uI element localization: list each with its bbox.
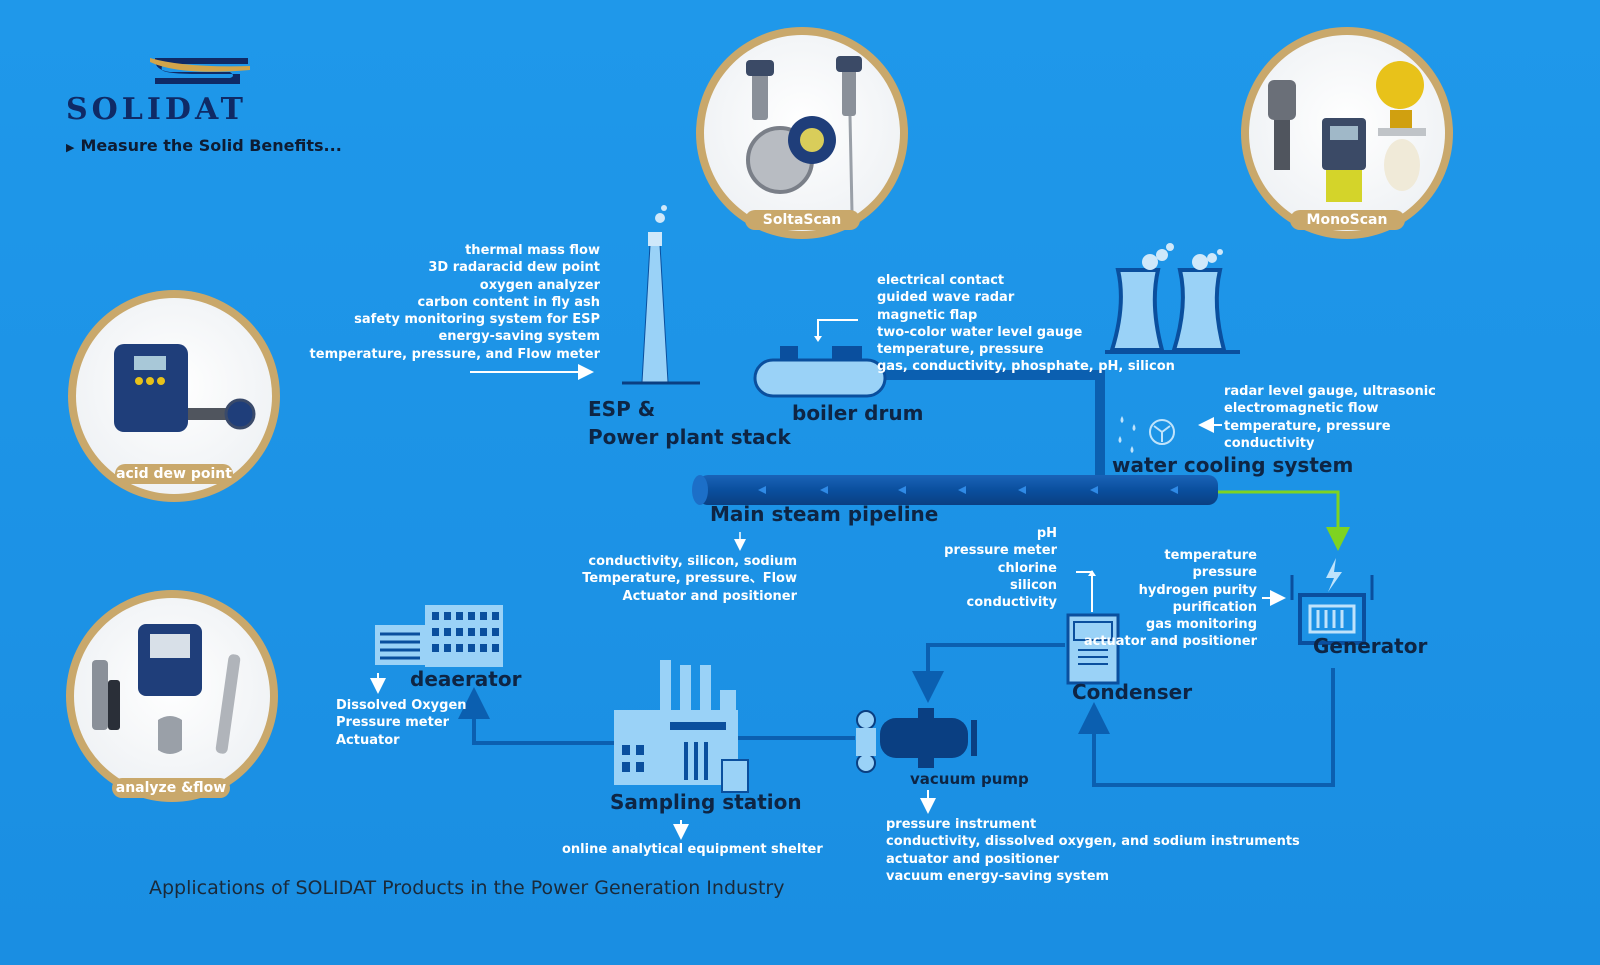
list-item: pressure instrument xyxy=(886,817,1037,832)
list-item: thermal mass flow xyxy=(465,243,600,258)
solidat-logo-mark xyxy=(150,58,250,84)
generator-to-condenser-line xyxy=(1078,668,1335,787)
list-item: silicon xyxy=(1010,577,1057,593)
boiler-instrument-list: electrical contact guided wave radar mag… xyxy=(877,272,1175,376)
product-caption-soltascan: SoltaScan xyxy=(762,212,842,228)
list-item: hydrogen purity xyxy=(1138,582,1257,598)
node-label-generator: Generator xyxy=(1313,634,1428,658)
pipeline-instrument-list: conductivity, silicon, sodium Temperatur… xyxy=(560,553,797,605)
product-photo-analyze-flow xyxy=(66,590,278,802)
list-item: carbon content in fly ash xyxy=(417,294,600,310)
list-item: conductivity, dissolved oxygen, and sodi… xyxy=(886,834,1300,850)
main-steam-pipe xyxy=(692,475,1218,505)
brand-name: SOLIDAT xyxy=(66,92,247,127)
node-label-sampling-station: Sampling station xyxy=(610,790,802,814)
list-item: conductivity xyxy=(966,595,1057,611)
node-label-esp: ESP & Power plant stack xyxy=(588,395,791,451)
list-item: Dissolved Oxygen xyxy=(336,698,467,713)
list-item: radar level gauge, ultrasonic xyxy=(1224,384,1436,399)
product-caption-monoscan: MonoScan xyxy=(1306,212,1388,228)
condenser-to-pump-line xyxy=(912,643,1065,703)
list-item: magnetic flap xyxy=(877,307,978,323)
list-item: guided wave radar xyxy=(877,290,1015,306)
list-item: purification xyxy=(1172,599,1257,615)
list-item: temperature, pressure xyxy=(877,342,1044,358)
list-item: electrical contact xyxy=(877,273,1005,288)
list-item: conductivity, silicon, sodium xyxy=(588,554,797,569)
list-item: Temperature, pressure、Flow xyxy=(582,571,797,587)
steam-to-generator-line xyxy=(1215,490,1350,551)
play-icon: ▶ xyxy=(66,141,75,154)
node-label-water-cooling: water cooling system xyxy=(1112,453,1354,477)
node-label-condenser: Condenser xyxy=(1072,680,1193,704)
esp-instrument-list: thermal mass flow 3D radaracid dew point… xyxy=(300,242,600,363)
list-item: actuator and positioner xyxy=(886,851,1060,867)
esp-label-line1: ESP & xyxy=(588,397,656,421)
boiler-drum-icon xyxy=(753,319,887,398)
cooling-instrument-list: radar level gauge, ultrasonic electromag… xyxy=(1224,383,1436,452)
product-photo-acid-dew-point xyxy=(68,290,280,502)
list-item: energy-saving system xyxy=(438,329,600,345)
list-item: gas monitoring xyxy=(1145,617,1257,633)
list-item: vacuum energy-saving system xyxy=(886,868,1110,884)
list-item: conductivity xyxy=(1224,435,1315,451)
list-item: pressure xyxy=(1192,565,1258,581)
sampling-to-deaerator-line xyxy=(458,687,614,745)
list-item: safety monitoring system for ESP xyxy=(354,312,600,328)
list-item: Actuator and positioner xyxy=(622,588,797,604)
list-item: oxygen analyzer xyxy=(479,277,600,293)
tagline-text: Measure the Solid Benefits... xyxy=(80,136,342,155)
list-item: temperature xyxy=(1164,548,1257,563)
list-item: 3D radaracid dew point xyxy=(428,260,600,276)
node-label-boiler-drum: boiler drum xyxy=(792,401,924,425)
deaerator-icon xyxy=(370,532,746,694)
product-photo-monoscan xyxy=(1241,27,1453,239)
condenser-instrument-list: pH pressure meter chlorine silicon condu… xyxy=(920,525,1057,611)
list-item: pH xyxy=(1036,526,1057,541)
esp-label-line2: Power plant stack xyxy=(588,425,791,449)
vacuum-pump-instrument-list: pressure instrument conductivity, dissol… xyxy=(886,816,1300,885)
node-label-vacuum-pump: vacuum pump xyxy=(910,770,1029,788)
esp-stack-icon xyxy=(470,205,700,385)
node-label-main-steam-pipeline: Main steam pipeline xyxy=(710,502,939,526)
water-cooling-icon xyxy=(1118,416,1222,453)
list-item: Pressure meter xyxy=(336,715,450,731)
boiler-feed-line xyxy=(865,370,1105,478)
list-item: gas, conductivity, phosphate, pH, silico… xyxy=(877,359,1175,375)
list-item: Actuator xyxy=(336,732,400,748)
product-caption-acid-dew-point: acid dew point xyxy=(116,466,232,482)
node-label-deaerator: deaerator xyxy=(410,667,522,691)
list-item: temperature, pressure, and Flow meter xyxy=(309,346,600,362)
product-photo-soltascan xyxy=(696,27,908,239)
cooling-tower-icon xyxy=(1105,243,1240,354)
list-item: chlorine xyxy=(997,560,1057,576)
vacuum-pump-icon xyxy=(856,708,977,814)
deaerator-instrument-list: Dissolved Oxygen Pressure meter Actuator xyxy=(336,697,467,749)
list-item: online analytical equipment shelter xyxy=(562,842,823,857)
generator-instrument-list: temperature pressure hydrogen purity pur… xyxy=(1060,547,1257,651)
footer-caption: Applications of SOLIDAT Products in the … xyxy=(149,877,785,899)
condenser-icon xyxy=(1066,570,1120,685)
list-item: electromagnetic flow xyxy=(1224,401,1379,417)
product-caption-analyze-flow: analyze &flow xyxy=(115,780,227,796)
list-item: temperature, pressure xyxy=(1224,418,1391,434)
brand-tagline: ▶ Measure the Solid Benefits... xyxy=(66,136,342,155)
list-item: two-color water level gauge xyxy=(877,324,1083,340)
sampling-instrument-list: online analytical equipment shelter xyxy=(562,841,823,858)
generator-icon xyxy=(1262,558,1374,645)
list-item: pressure meter xyxy=(944,543,1057,559)
list-item: actuator and positioner xyxy=(1083,634,1257,650)
sampling-station-icon xyxy=(614,660,749,840)
